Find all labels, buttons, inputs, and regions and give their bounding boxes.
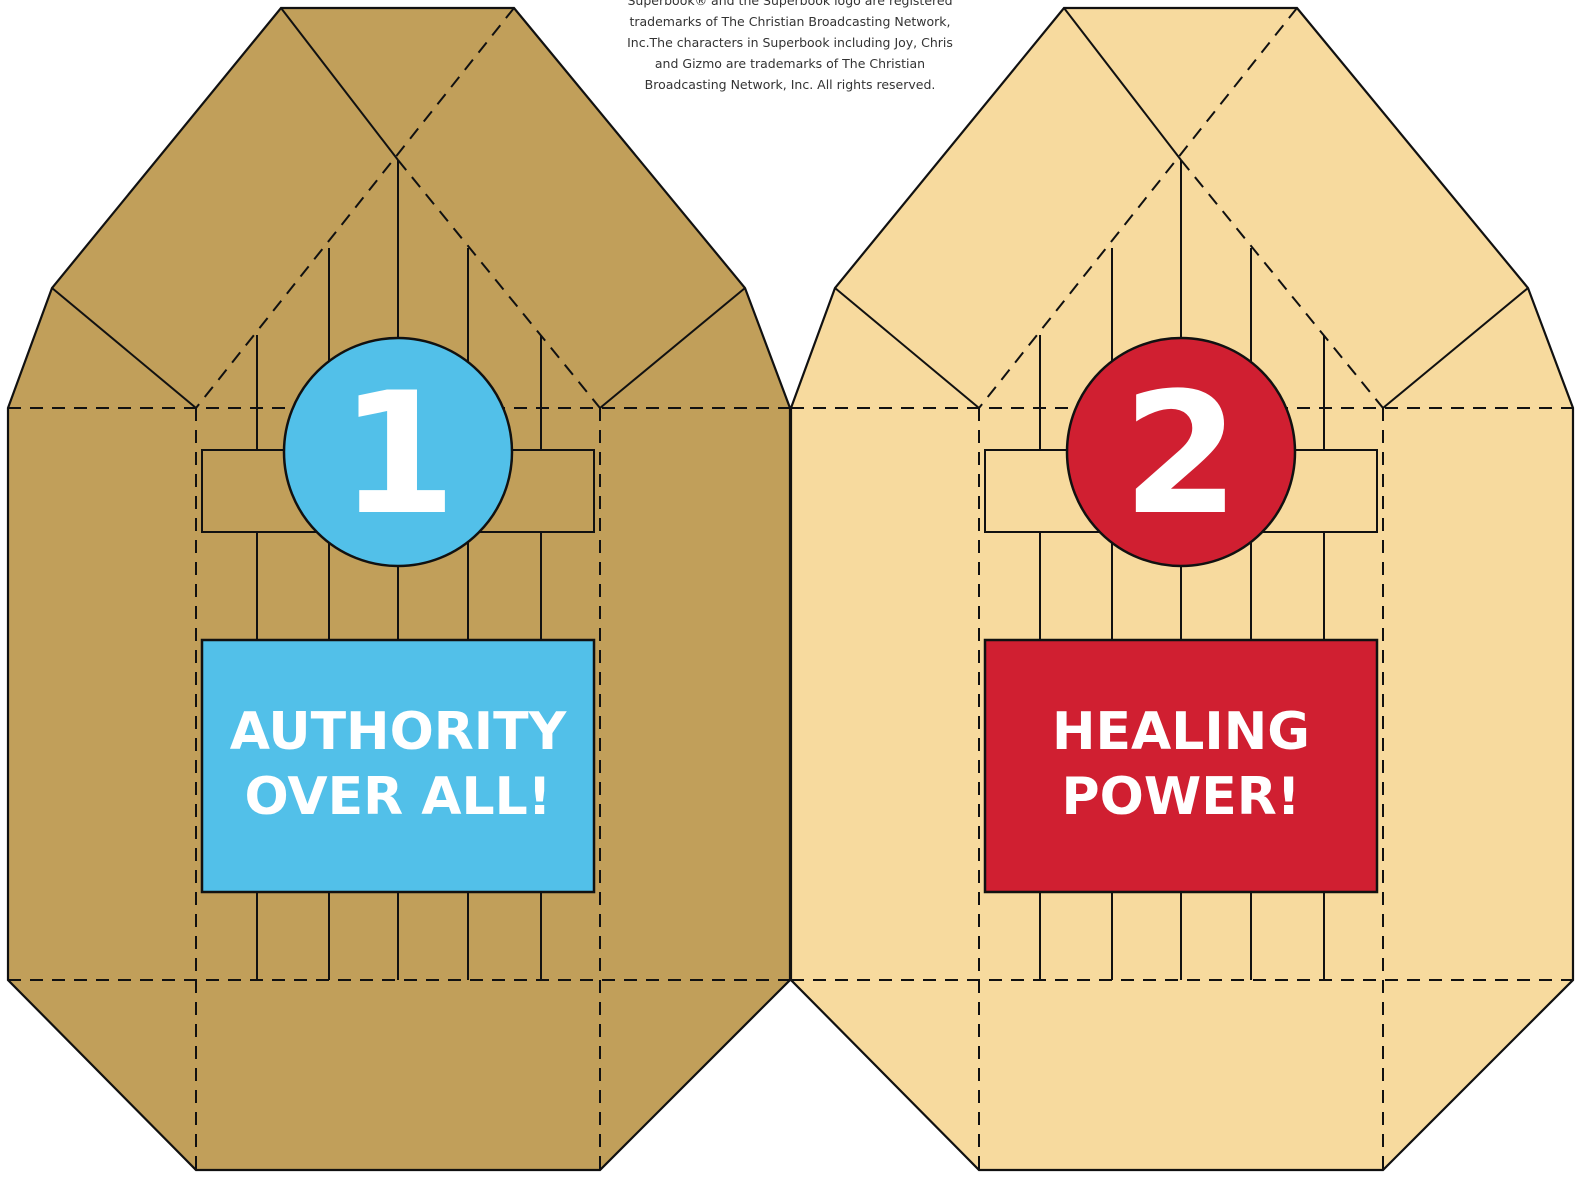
dashed-fold-lines [791, 7, 1573, 1170]
template-2: 2 HEALING POWER! [789, 6, 1575, 1172]
dashed-fold-lines [8, 7, 790, 1170]
badge-number: 2 [1123, 356, 1240, 552]
fold-lines [51, 7, 746, 980]
title-line-1: HEALING [1052, 702, 1310, 762]
title-line-2: OVER ALL! [245, 767, 552, 827]
title-panel [200, 638, 596, 894]
number-badge [1065, 336, 1297, 568]
badge-number: 1 [340, 356, 457, 552]
title-line-1: AUTHORITY [230, 702, 568, 762]
number-badge [282, 336, 514, 568]
template-1: 1 AUTHORITY OVER ALL! [6, 6, 792, 1172]
title-panel [983, 638, 1379, 894]
title-line-2: POWER! [1062, 767, 1301, 827]
fold-lines [834, 7, 1529, 980]
copyright-notice: Superbook® and the Superbook logo are re… [627, 0, 953, 92]
